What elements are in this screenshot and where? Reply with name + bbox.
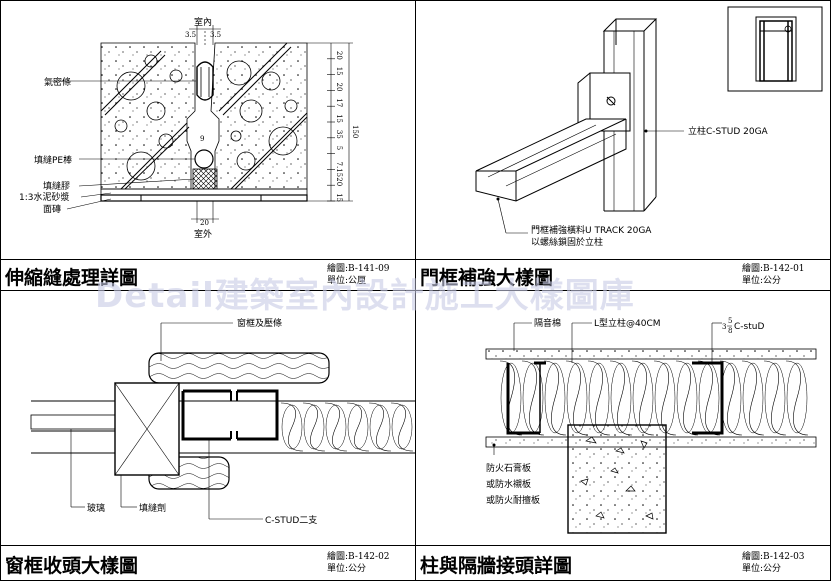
dim-label: 5	[335, 146, 343, 150]
dim-label: 35	[335, 130, 343, 139]
panel-title: 門框補強大樣圖	[420, 267, 554, 289]
insulation-loop	[653, 360, 677, 436]
dim-label: 7.15	[335, 162, 343, 178]
insulation-loop	[676, 362, 698, 434]
window-frame-drawing: 窗框及壓條 玻璃 填縫劑 C-STUD二支	[30, 317, 415, 526]
panel-expansion-joint: 室內 3.5 3.5 20 室外 9 氣密條 填縫PE棒 填縫膠 1:3水泥砂漿…	[0, 0, 416, 291]
insulation-pattern	[280, 402, 414, 452]
insulation-loop	[346, 402, 370, 452]
insulation-loop	[785, 360, 809, 436]
dim-label: 17	[335, 98, 343, 107]
insulation-loop	[742, 362, 764, 434]
dim-label: 20	[335, 51, 343, 60]
label-track-2: 以螺絲鎖固於立柱	[531, 236, 603, 248]
top-label: 室內	[194, 16, 212, 28]
insulation-loop	[786, 362, 808, 434]
insulation-loop	[763, 360, 787, 436]
label-sealant: 填縫劑	[139, 502, 166, 514]
dim-label: 20	[335, 177, 343, 186]
caption-bar	[416, 259, 830, 291]
insulation-loop	[302, 402, 326, 452]
top-dim-b: 3.5	[210, 31, 221, 39]
insulation-loop	[609, 360, 633, 436]
label-cstud-a: 3	[722, 323, 726, 331]
label-stud: 立柱C-STUD 20GA	[688, 125, 769, 137]
panel-title: 柱與隔牆接頭詳圖	[420, 555, 573, 577]
label-airtight: 氣密條	[44, 76, 71, 88]
insulation-loop	[741, 360, 765, 436]
caption-bar	[1, 545, 415, 581]
label-sealant: 填縫膠	[43, 180, 70, 192]
unit-label: 單位:公分	[742, 564, 782, 574]
dim-label: 15	[335, 67, 343, 76]
insulation-loop	[544, 362, 566, 434]
insulation-loop	[390, 402, 414, 452]
insulation-loop	[281, 404, 303, 450]
insulation-loop	[764, 362, 786, 434]
insulation-loop	[324, 402, 348, 452]
dim-label: 15	[335, 114, 343, 123]
label-lstud: L型立柱@40CM	[594, 317, 661, 329]
dim-total: 150	[351, 125, 359, 138]
caption-bar	[416, 545, 830, 581]
drawing-number: 繪圖:B-142-01	[742, 264, 805, 274]
insulation-loop	[325, 404, 347, 450]
label-cstud-b: 5	[728, 317, 732, 325]
label-cstud-suffix: C-stuD	[734, 322, 764, 332]
bottom-label: 室外	[194, 228, 212, 240]
gap-dim: 9	[200, 135, 204, 143]
panel-door-frame: 立柱C-STUD 20GA 門框補強橫料U TRACK 20GA 以螺絲鎖固於立…	[415, 0, 831, 291]
label-glass: 玻璃	[87, 502, 105, 514]
label-cstud-c: 8	[728, 327, 732, 335]
insulation-loop	[565, 360, 589, 436]
insulation-loop	[631, 360, 655, 436]
label-pe-rod: 填縫PE棒	[34, 154, 72, 166]
insulation-loop	[499, 360, 523, 436]
insulation-loop	[280, 402, 304, 452]
insulation-loop	[303, 404, 325, 450]
drawing-number: 繪圖:B-142-03	[742, 552, 805, 562]
insulation-loop	[543, 360, 567, 436]
label-cstud: C-STUD二支	[265, 514, 317, 526]
label-board-1: 防火石膏板	[486, 462, 531, 474]
unit-label: 單位:公分	[742, 276, 782, 286]
label-board-2: 或防水襯板	[486, 478, 531, 490]
expansion-joint-drawing: 室內 3.5 3.5 20 室外 9 氣密條 填縫PE棒 填縫膠 1:3水泥砂漿…	[19, 16, 359, 240]
insulation-loop	[587, 360, 611, 436]
column-partition-drawing: 隔音棉 L型立柱@40CM 3 5 8 C-stuD 防火石膏板 或防水襯板 或…	[485, 317, 817, 534]
insulation-pattern	[499, 360, 809, 436]
insulation-loop	[697, 360, 721, 436]
door-frame-drawing: 立柱C-STUD 20GA 門框補強橫料U TRACK 20GA 以螺絲鎖固於立…	[475, 6, 823, 248]
insulation-loop	[391, 404, 413, 450]
drawing-number: 繪圖:B-141-09	[327, 264, 390, 274]
column-aggregates	[580, 436, 654, 520]
unit-label: 單位:公分	[327, 564, 367, 574]
insulation-loop	[369, 404, 391, 450]
unit-label: 單位:公厘	[327, 276, 367, 286]
panel-window-frame: 窗框及壓條 玻璃 填縫劑 C-STUD二支 窗框收頭大樣圖 繪圖:B-142-0…	[0, 290, 416, 581]
panel-title: 窗框收頭大樣圖	[5, 555, 139, 577]
label-tile: 面磚	[43, 203, 61, 215]
caption-bar	[1, 259, 415, 291]
dim-label: 20	[335, 83, 343, 92]
drawing-number: 繪圖:B-142-02	[327, 552, 390, 562]
panel-column-partition: 隔音棉 L型立柱@40CM 3 5 8 C-stuD 防火石膏板 或防水襯板 或…	[415, 290, 831, 581]
bottom-dim: 20	[200, 219, 209, 227]
label-board-3: 或防火耐擅板	[486, 494, 540, 506]
insulation-loop	[719, 360, 743, 436]
dim-label: 15	[335, 193, 343, 202]
insulation-loop	[347, 404, 369, 450]
insulation-loop	[368, 402, 392, 452]
top-dim-a: 3.5	[185, 31, 196, 39]
label-insulation: 隔音棉	[534, 317, 561, 329]
label-frame: 窗框及壓條	[237, 317, 282, 329]
panel-title: 伸縮縫處理詳圖	[5, 267, 139, 289]
label-mortar: 1:3水泥砂漿	[19, 191, 70, 203]
label-track-1: 門框補強橫料U TRACK 20GA	[531, 224, 652, 236]
insulation-loop	[675, 360, 699, 436]
